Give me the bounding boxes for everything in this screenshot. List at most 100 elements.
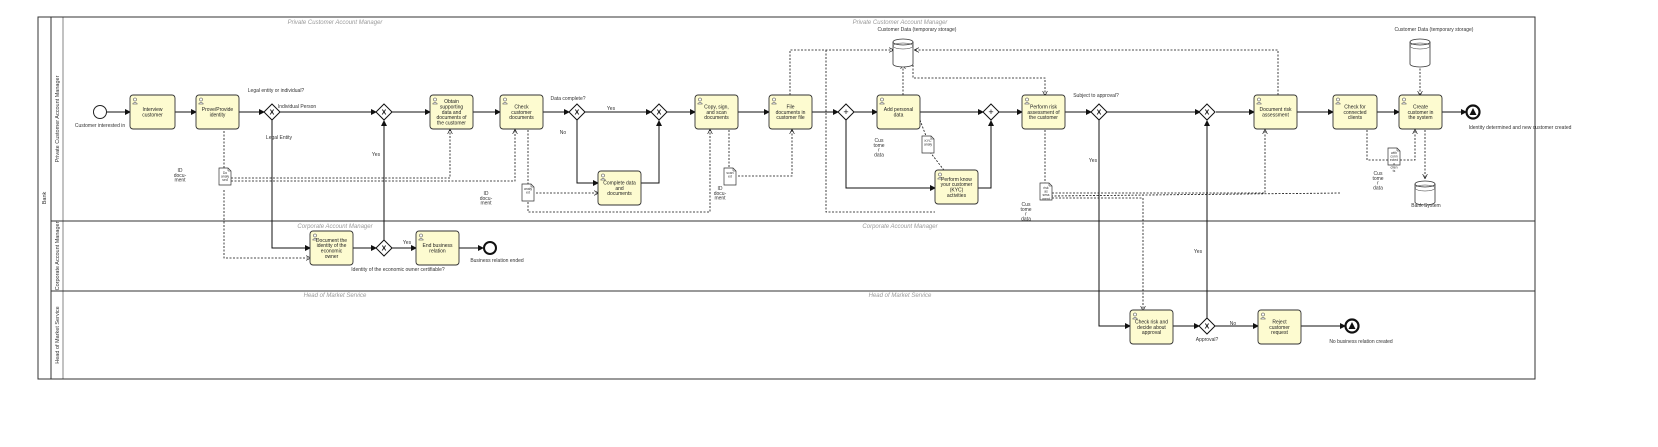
- svg-text:X: X: [657, 110, 662, 117]
- pool-title: Bank: [42, 191, 48, 204]
- gateway-label: Subject to approval?: [1073, 93, 1119, 99]
- task-label: customer: [511, 110, 532, 116]
- task-label: Create: [1413, 105, 1428, 111]
- data-store-temporary-2[interactable]: Customer Data (temporary storage): [1395, 27, 1474, 68]
- task-label: customer in: [1408, 110, 1434, 116]
- gateway-label: Data complete?: [550, 96, 585, 102]
- data-object-label: scan: [726, 171, 733, 175]
- user-icon: [879, 97, 885, 105]
- user-icon: [1260, 312, 1266, 320]
- start-event[interactable]: Customer interested in: [75, 105, 126, 130]
- gateway-subject-approval[interactable]: X Subject to approval?: [1073, 93, 1119, 121]
- gateway-parallel-join[interactable]: +: [982, 103, 1000, 121]
- end-event-label: No business relation created: [1329, 339, 1393, 345]
- user-icon: [1401, 97, 1407, 105]
- gateway-data-complete[interactable]: X Data complete?: [550, 96, 586, 121]
- gateway-legal-entity[interactable]: X Legal entity or individual?: [248, 88, 305, 121]
- flow-label-yes: Yes: [372, 152, 381, 158]
- task-label: supporting: [440, 105, 464, 111]
- user-icon: [432, 97, 438, 105]
- data-label-line: docu-: [714, 191, 727, 197]
- data-label-line: ment: [480, 201, 492, 207]
- svg-text:X: X: [575, 110, 580, 117]
- data-label-line: ID: [178, 168, 183, 174]
- data-associations: [223, 50, 1425, 310]
- task-label: assessment of: [1027, 110, 1060, 116]
- end-event-no-business[interactable]: No business relation created: [1329, 318, 1393, 346]
- data-label-line: data: [1373, 185, 1383, 191]
- lane-corporate-account-manager: Corporate Account Manager Corporate Acco…: [51, 221, 1535, 292]
- gateway-merge-3[interactable]: X: [1198, 103, 1216, 121]
- data-object-label: Do: [223, 171, 227, 175]
- user-icon: [502, 97, 508, 105]
- end-event-label: Identity determined and new customer cre…: [1469, 125, 1572, 131]
- data-object-label: ts: [1393, 169, 1396, 173]
- user-icon: [937, 172, 943, 180]
- task-label: Complete data: [603, 181, 636, 187]
- data-store-temporary-1[interactable]: Customer Data (temporary storage): [878, 27, 957, 68]
- task-label: customer: [142, 112, 163, 118]
- gateway-merge-1[interactable]: X: [375, 103, 393, 121]
- task-label: the customer: [1029, 115, 1058, 121]
- task-label: documents: [509, 115, 534, 121]
- svg-text:X: X: [1205, 324, 1210, 331]
- data-label-line: ment: [714, 196, 726, 202]
- gateway-approval[interactable]: X Approval?: [1196, 317, 1219, 343]
- data-label-line: ID: [718, 186, 723, 192]
- svg-text:+: +: [843, 107, 848, 117]
- data-store-label: Bank System: [1411, 203, 1440, 209]
- gateway-identity-owner[interactable]: X Identity of the economic owner certifi…: [351, 239, 445, 273]
- gateway-parallel-split[interactable]: +: [837, 103, 855, 121]
- end-event-business-ended[interactable]: Business relation ended: [470, 241, 524, 264]
- gateway-label: Identity of the economic owner certifiab…: [351, 267, 445, 273]
- task-label: Reject: [1272, 320, 1287, 326]
- lane-watermark: Private Customer Account Manager: [288, 20, 384, 26]
- user-icon: [1335, 97, 1341, 105]
- tasks: InterviewcustomerProve/ProvideidentityOb…: [129, 94, 1443, 345]
- task-label: Interview: [142, 107, 162, 113]
- pool-bank: Bank: [37, 16, 1536, 380]
- data-object-label: as: [1044, 190, 1048, 194]
- task-label: documents of: [436, 115, 467, 121]
- task-label: documents: [704, 115, 729, 121]
- lane-watermark: Head of Market Service: [304, 293, 367, 299]
- end-event-label: Business relation ended: [470, 258, 524, 264]
- gateway-merge-2[interactable]: X: [650, 103, 668, 121]
- lane-watermark: Corporate Account Manager: [862, 224, 938, 230]
- data-store-bank-system[interactable]: Bank System: [1411, 180, 1441, 209]
- task-label: Document the: [316, 238, 347, 244]
- svg-text:X: X: [1097, 110, 1102, 117]
- data-object-label: sess: [1043, 193, 1050, 197]
- lane-private-customer-account-manager: Private Customer Account Manager Private…: [51, 17, 1535, 222]
- flow-label-yes: Yes: [403, 240, 412, 246]
- task-label: File: [786, 105, 794, 111]
- task-label: identity of the: [317, 243, 347, 249]
- task-label: data: [894, 112, 904, 118]
- end-event-identity[interactable]: Identity determined and new customer cre…: [1465, 104, 1572, 132]
